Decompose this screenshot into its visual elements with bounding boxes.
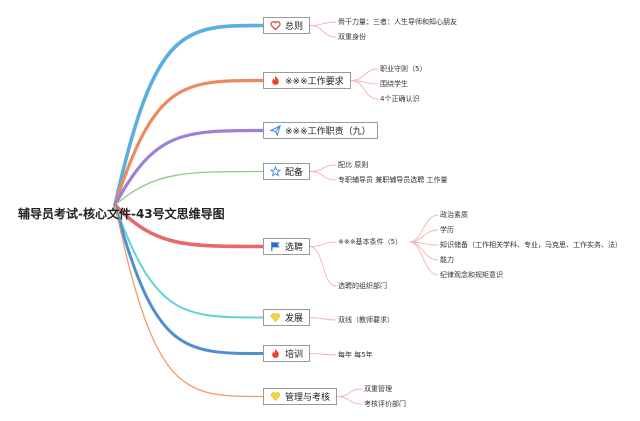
leaf-connector (309, 353, 337, 356)
topic-node[interactable]: 总则 (263, 17, 311, 34)
topic-label: 配备 (285, 168, 304, 178)
subleaf-connector (409, 229, 439, 243)
branch-connector (113, 128, 265, 207)
subleaf-topic[interactable]: 学历 (440, 226, 454, 234)
leaf-topic[interactable]: 职业守则（5） (380, 65, 427, 73)
leaf-topic[interactable]: 专职辅导员 兼职辅导员选聘 工作量 (338, 176, 448, 184)
topic-label: 总则 (285, 22, 304, 32)
diamond-icon (270, 391, 281, 402)
leaf-topic[interactable]: 选聘的组织部门 (338, 282, 387, 290)
topic-node[interactable]: 发展 (263, 309, 311, 326)
branch-connector (114, 170, 264, 206)
topic-node[interactable]: 选聘 (263, 238, 311, 255)
topic-label: 培训 (285, 350, 304, 360)
leaf-connector (336, 396, 363, 405)
topic-node[interactable]: 管理与考核 (263, 388, 338, 405)
leaf-topic[interactable]: 双重身份 (338, 33, 366, 41)
leaf-topic[interactable]: 考核评价部门 (364, 400, 406, 408)
topic-label: ※※※工作要求 (285, 77, 344, 87)
leaf-connector (309, 171, 337, 181)
leaf-topic[interactable]: 每年 每5年 (338, 351, 373, 359)
branch-connector (114, 204, 264, 398)
leaf-connector (309, 317, 337, 321)
leaf-connector (309, 246, 337, 287)
leaf-connector (309, 241, 337, 247)
heart-icon (270, 20, 281, 31)
leaf-topic[interactable]: 双重管理 (364, 385, 392, 393)
leaf-topic[interactable]: 双线（教师要求） (338, 316, 394, 324)
subleaf-topic[interactable]: 能力 (440, 256, 454, 264)
branch-connector (113, 78, 265, 207)
subleaf-topic[interactable]: 知识储备（工作相关学科、专业，马克思、工作实务、法） (440, 241, 622, 249)
star-icon (270, 166, 281, 177)
leaf-topic[interactable]: ※※※基本条件（5） (338, 238, 403, 246)
topic-label: 发展 (285, 314, 304, 324)
leaf-connector (309, 25, 337, 38)
branch-connector (113, 203, 265, 249)
flag-icon (270, 241, 281, 252)
subleaf-connector (409, 214, 439, 243)
branch-connector (113, 203, 265, 355)
topic-node[interactable]: 培训 (263, 345, 311, 362)
leaf-connector (309, 164, 337, 172)
topic-label: 管理与考核 (285, 393, 331, 403)
subleaf-connector (409, 241, 439, 276)
subleaf-topic[interactable]: 纪律观念和规矩意识 (440, 271, 503, 279)
fire-icon (270, 75, 281, 86)
leaf-topic[interactable]: 4个正确认识 (380, 95, 420, 103)
topic-label: 选聘 (285, 243, 304, 253)
leaf-topic[interactable]: 围绕学生 (380, 80, 408, 88)
central-topic: 辅导员考试-核心文件-43号文思维导图 (18, 207, 225, 221)
leaf-connector (350, 68, 379, 81)
topic-label: ※※※工作职责（九） (285, 127, 371, 137)
branch-connector (113, 23, 265, 207)
topic-node[interactable]: ※※※工作要求 (263, 72, 351, 89)
leaf-connector (350, 80, 379, 100)
paper-plane-icon (270, 125, 281, 136)
topic-node[interactable]: ※※※工作职责（九） (263, 122, 378, 139)
fire-icon (270, 348, 281, 359)
leaf-topic[interactable]: 骨干力量；三者：人生导师和知心朋友 (338, 18, 457, 26)
leaf-connector (309, 21, 337, 26)
branch-connector (114, 204, 264, 319)
leaf-topic[interactable]: 配比 原则 (338, 161, 369, 169)
diamond-icon (270, 312, 281, 323)
leaf-connector (336, 388, 363, 397)
topic-node[interactable]: 配备 (263, 163, 311, 180)
subleaf-topic[interactable]: 政治素质 (440, 211, 468, 219)
